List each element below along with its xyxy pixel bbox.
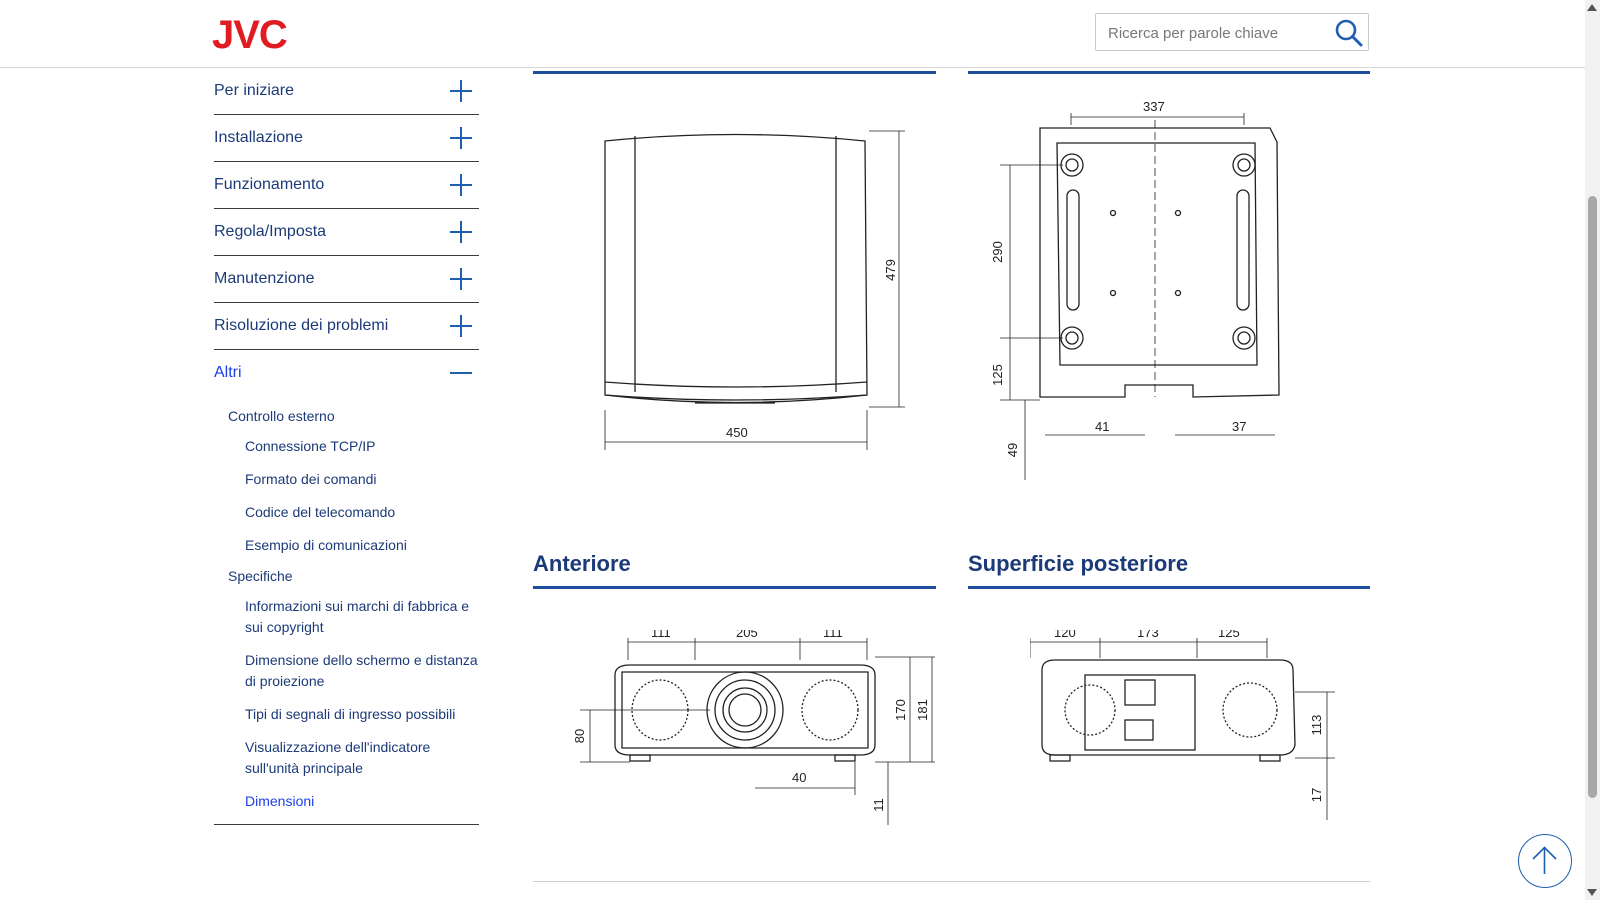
front-dim-80: 80	[572, 729, 587, 743]
submenu-link[interactable]: Formato dei comandi	[245, 471, 377, 487]
bottom-dim-41: 41	[1095, 419, 1109, 434]
page-scrollbar[interactable]	[1585, 0, 1600, 900]
scroll-up-arrow[interactable]	[1587, 4, 1597, 11]
plus-icon[interactable]	[449, 173, 473, 197]
front-dim-11: 11	[871, 798, 886, 812]
submenu-link[interactable]: Visualizzazione dell'indicatore sull'uni…	[245, 739, 431, 776]
sidebar-item-funzionamento[interactable]: Funzionamento	[214, 162, 479, 209]
plus-icon[interactable]	[449, 220, 473, 244]
bottom-dim-290: 290	[990, 241, 1005, 263]
sidebar-nav: Per iniziare Installazione Funzionamento…	[214, 68, 479, 825]
top-depth-label: 479	[883, 259, 898, 281]
rear-dim-125: 125	[1218, 630, 1240, 640]
sidebar-item-regola-imposta[interactable]: Regola/Imposta	[214, 209, 479, 256]
sidebar-item-label: Funzionamento	[214, 176, 325, 193]
front-dim-40: 40	[792, 770, 806, 785]
submenu-link-current[interactable]: Dimensioni	[245, 793, 315, 809]
submenu-specifiche[interactable]: Specifiche	[228, 568, 293, 584]
section-rule	[533, 71, 936, 74]
front-dim-111-right: 111	[823, 630, 843, 640]
scroll-thumb[interactable]	[1588, 196, 1597, 798]
bottom-dim-125: 125	[990, 364, 1005, 386]
front-view-title: Anteriore	[533, 551, 631, 576]
sidebar-item-label: Installazione	[214, 129, 303, 146]
submenu-link[interactable]: Tipi di segnali di ingresso possibili	[245, 706, 456, 722]
scroll-down-arrow[interactable]	[1587, 889, 1597, 896]
plus-icon[interactable]	[449, 126, 473, 150]
bottom-dim-337: 337	[1143, 99, 1165, 114]
section-rule	[968, 586, 1370, 589]
content-divider	[533, 881, 1370, 882]
arrow-up-icon	[1532, 846, 1557, 874]
search-input[interactable]	[1106, 22, 1325, 44]
section-rule	[968, 71, 1370, 74]
front-dim-181: 181	[915, 699, 930, 721]
sidebar-item-label: Manutenzione	[214, 270, 315, 287]
sidebar-item-per-iniziare[interactable]: Per iniziare	[214, 68, 479, 115]
site-header: JVC	[0, 0, 1585, 68]
bottom-view-drawing: 337 290 125 41 37 49	[990, 99, 1280, 480]
rear-dim-173: 173	[1137, 630, 1159, 640]
front-view-drawing: 111 205 111 80 170 181 40 11	[572, 630, 935, 825]
submenu-controllo-esterno[interactable]: Controllo esterno	[228, 408, 335, 424]
plus-icon[interactable]	[449, 79, 473, 103]
front-dim-170: 170	[893, 699, 908, 721]
bottom-dim-37: 37	[1232, 419, 1246, 434]
sidebar-item-installazione[interactable]: Installazione	[214, 115, 479, 162]
top-view-drawing: 450 479	[604, 130, 905, 450]
minus-icon[interactable]	[449, 361, 473, 385]
sidebar-item-manutenzione[interactable]: Manutenzione	[214, 256, 479, 303]
submenu-link[interactable]: Informazioni sui marchi di fabbrica e su…	[245, 598, 470, 635]
plus-icon[interactable]	[449, 314, 473, 338]
rear-dim-17: 17	[1309, 788, 1324, 802]
sidebar-item-label: Regola/Imposta	[214, 223, 327, 240]
top-width-label: 450	[726, 425, 748, 440]
section-rule	[533, 586, 936, 589]
bottom-dim-49: 49	[1005, 443, 1020, 457]
search-icon[interactable]	[1334, 18, 1364, 48]
back-to-top-button[interactable]	[1518, 834, 1572, 888]
sidebar-item-label: Per iniziare	[214, 82, 295, 99]
rear-view-drawing: 120 173 125 113 17	[1030, 630, 1335, 820]
plus-icon[interactable]	[449, 267, 473, 291]
sidebar-item-altri[interactable]: Altri	[214, 350, 479, 396]
sidebar-item-label: Altri	[214, 364, 242, 381]
rear-dim-113: 113	[1309, 715, 1324, 736]
rear-dim-120: 120	[1054, 630, 1076, 640]
search-box	[1095, 13, 1369, 51]
sidebar-item-label: Risoluzione dei problemi	[214, 317, 389, 334]
front-dim-111-left: 111	[651, 630, 671, 640]
front-dim-205: 205	[736, 630, 758, 640]
submenu-link[interactable]: Connessione TCP/IP	[245, 438, 376, 454]
sidebar-submenu: Controllo esterno Connessione TCP/IP For…	[214, 396, 479, 825]
rear-view-title: Superficie posteriore	[968, 551, 1189, 576]
jvc-logo[interactable]: JVC	[212, 14, 304, 54]
submenu-link[interactable]: Codice del telecomando	[245, 504, 396, 520]
svg-text:JVC: JVC	[212, 14, 287, 54]
submenu-link[interactable]: Esempio di comunicazioni	[245, 537, 407, 553]
sidebar-item-risoluzione[interactable]: Risoluzione dei problemi	[214, 303, 479, 350]
submenu-link[interactable]: Dimensione dello schermo e distanza di p…	[245, 652, 478, 689]
